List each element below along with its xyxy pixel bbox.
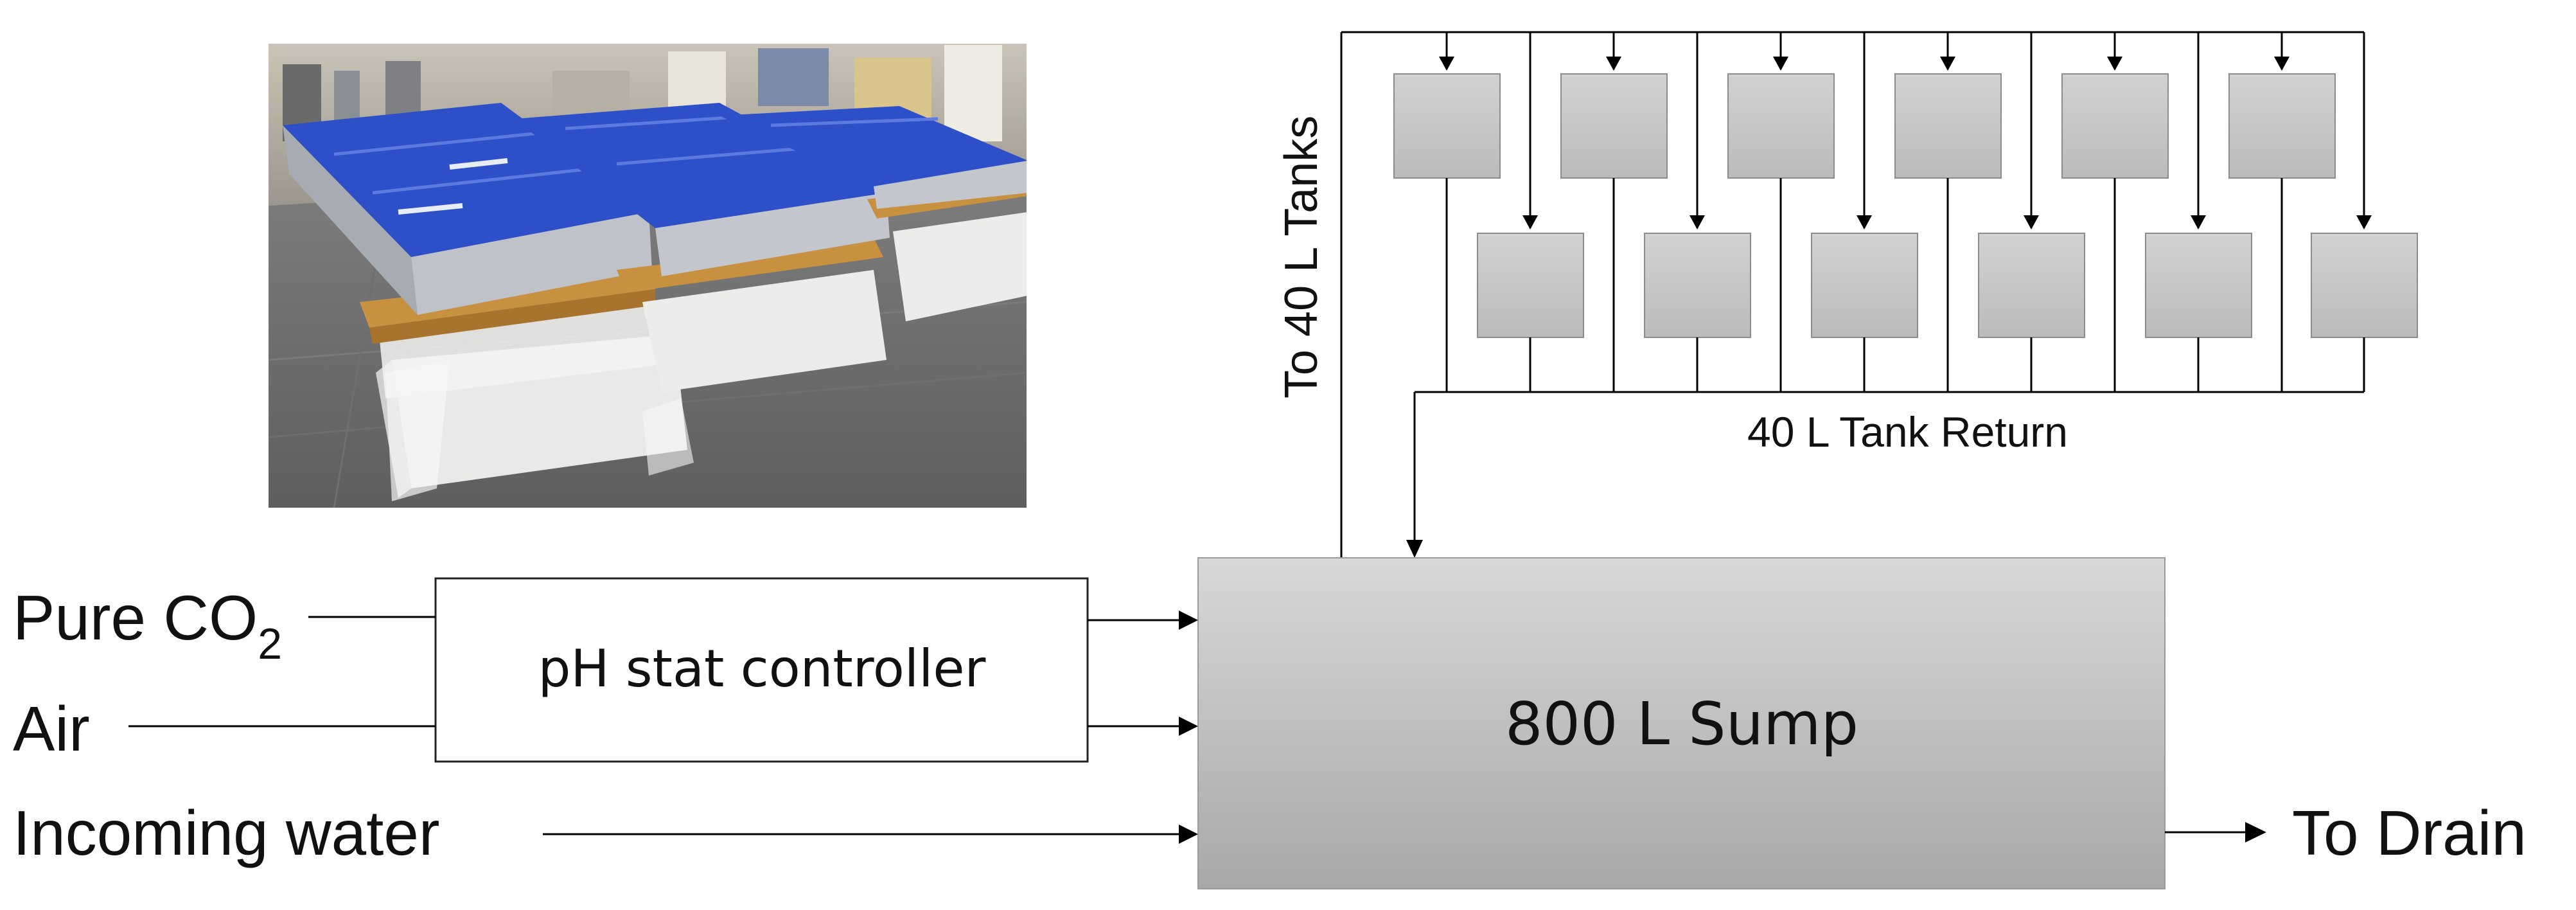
- supply-label: To 40 L Tanks: [1276, 116, 1327, 398]
- sump-tank: [1197, 557, 2166, 889]
- ph-controller-box: [434, 577, 1089, 763]
- co2-out-arrowhead: [1179, 611, 1198, 630]
- tank: [1477, 233, 1584, 338]
- air-out-arrowhead: [1179, 717, 1198, 736]
- tanks-lower-row: [1477, 233, 2418, 338]
- tank: [1560, 73, 1668, 179]
- return-drops: [1445, 178, 2365, 392]
- controller-label: pH stat controller: [538, 639, 986, 699]
- drain-arrowhead: [2245, 822, 2266, 843]
- co2-input-label: Pure CO2: [13, 582, 282, 668]
- tank: [1393, 73, 1501, 179]
- tank: [2311, 233, 2418, 338]
- tank: [1978, 233, 2085, 338]
- supply-drops-lower: [1522, 32, 2372, 229]
- tank: [2228, 73, 2336, 179]
- return-label: 40 L Tank Return: [1747, 408, 2068, 456]
- tanks-upper-row: [1393, 73, 2336, 179]
- drain-label: To Drain: [2292, 798, 2527, 868]
- return-arrowhead: [1406, 540, 1423, 558]
- tank: [1644, 233, 1751, 338]
- air-input-label: Air: [13, 693, 90, 764]
- tank: [1727, 73, 1835, 179]
- supply-drops-upper: [1439, 32, 2289, 71]
- sump-label: 800 L Sump: [1505, 690, 1858, 758]
- water-arrowhead: [1179, 825, 1198, 844]
- tank: [2061, 73, 2169, 179]
- tank: [1811, 233, 1918, 338]
- tank-setup-photo: [269, 44, 1027, 508]
- tank: [1894, 73, 2002, 179]
- water-input-label: Incoming water: [13, 798, 440, 868]
- tank: [2145, 233, 2252, 338]
